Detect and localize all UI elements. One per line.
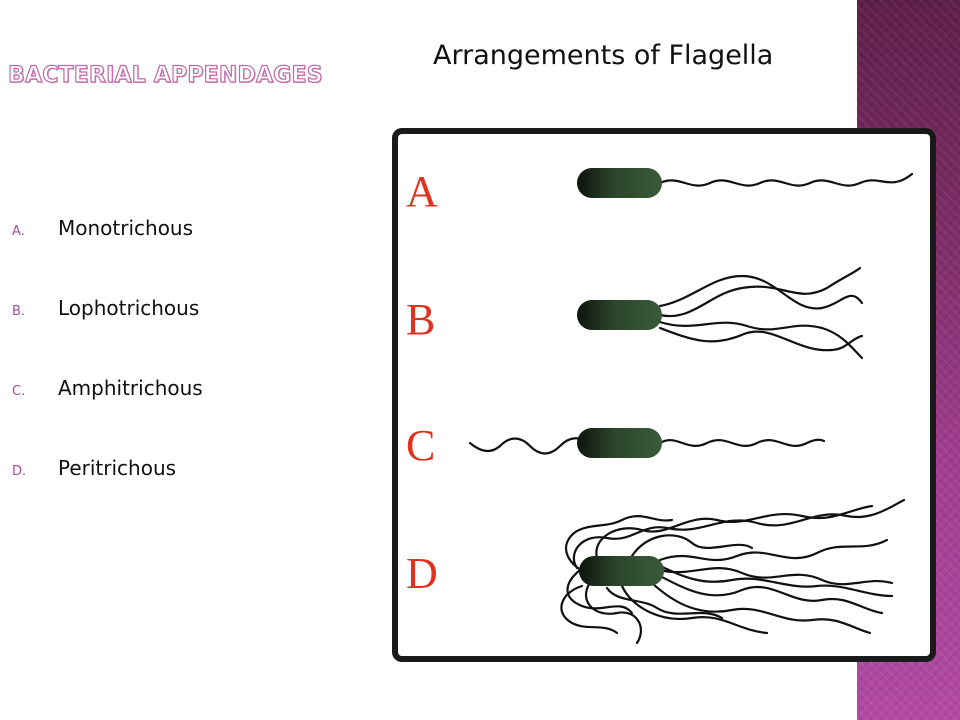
flagellum [658, 172, 914, 187]
flagellum [658, 574, 884, 615]
flagellum [565, 515, 674, 575]
list-item-text: Amphitrichous [58, 376, 203, 400]
list-item: B. Lophotrichous [12, 296, 203, 376]
list-marker: D. [12, 464, 27, 479]
list-item: A. Monotrichous [12, 216, 203, 296]
flagellum [658, 320, 864, 360]
bacterium-cell [579, 556, 664, 586]
panel-label-a: A [406, 167, 438, 216]
flagellum [650, 581, 872, 635]
list-marker: C. [12, 384, 26, 399]
panel-label-d: D [406, 549, 438, 598]
list-item: D. Peritrichous [12, 456, 203, 536]
list-item-text: Lophotrichous [58, 296, 200, 320]
section-title: Bacterial Appendages [7, 62, 323, 88]
flagellum [585, 578, 643, 645]
flagellum [605, 586, 724, 620]
flagellum [468, 437, 594, 455]
flagellum [658, 538, 889, 562]
arrangement-list: A. Monotrichous B. Lophotrichous C. Amph… [12, 216, 203, 536]
list-item: C. Amphitrichous [12, 376, 203, 456]
flagellum [658, 567, 894, 586]
list-marker: A. [12, 224, 25, 239]
bacterium-cell [577, 428, 662, 458]
flagellum [658, 266, 862, 318]
flagellum [630, 534, 754, 558]
flagellum [658, 438, 826, 447]
bacterium-cell [577, 168, 662, 198]
flagellum [620, 584, 769, 635]
list-marker: B. [12, 304, 26, 319]
list-item-text: Monotrichous [58, 216, 194, 240]
slide-heading: Arrangements of Flagella [433, 40, 774, 71]
list-item-text: Peritrichous [58, 456, 177, 480]
flagellum [595, 504, 874, 560]
flagella-diagram: A B C D [392, 128, 936, 662]
panel-label-c: C [406, 421, 435, 470]
figure-frame [392, 128, 936, 662]
panel-label-b: B [406, 295, 435, 344]
bacterium-cell [577, 300, 662, 330]
flagella-figure: A B C D [392, 128, 936, 662]
flagellum [658, 326, 864, 352]
flagellum [566, 568, 634, 615]
flagellum [658, 564, 894, 598]
